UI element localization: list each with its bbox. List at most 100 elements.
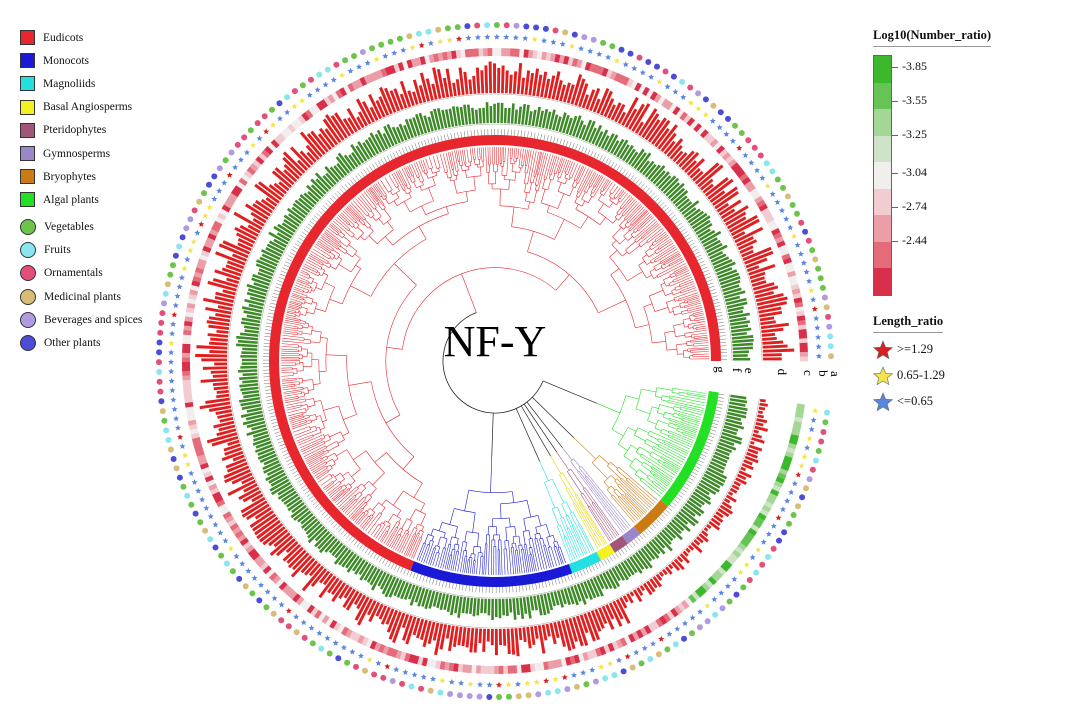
leaf-label-mark [706,279,713,282]
green-bar [703,473,724,487]
tree-branch [286,310,296,314]
red-bar [213,420,235,429]
green-bar [651,538,666,555]
tree-branch [612,185,619,195]
leaf-label-mark [414,143,418,149]
green-bar [293,507,310,521]
green-bar [265,247,283,257]
heatmap-cell [224,514,235,524]
tree-branch [578,524,593,552]
leaf-label-mark [300,484,307,489]
use-dot [159,310,166,317]
heatmap-cell [668,103,678,113]
tree-branch [330,224,341,233]
heatmap-cell [597,66,605,76]
green-bar [730,394,747,400]
use-dot [825,313,832,320]
tree-branch [616,488,623,496]
leaf-label-mark [323,513,329,518]
red-bar [682,550,689,557]
red-bar [729,487,738,494]
tree-branch [660,457,680,470]
use-dot [799,494,806,501]
tree-branch [381,196,385,201]
red-bar [436,68,446,99]
use-dot [444,25,451,32]
tree-branch [321,437,326,440]
tree-branch [603,181,613,196]
length-star [284,109,291,115]
green-bar [726,415,742,422]
green-bar [240,365,258,369]
green-bar [241,362,258,365]
green-bar [727,306,744,313]
leaf-label-mark [675,496,681,501]
tree-branch [408,192,412,198]
use-dot [753,569,760,576]
leaf-label-mark [613,163,618,169]
green-bar [439,593,446,611]
heatmap-cell [201,466,211,474]
green-bar [471,107,475,125]
tree-branch [408,164,415,176]
leaf-label-mark [460,131,462,138]
tree-branch [668,281,674,284]
red-bar [730,218,760,237]
heatmap-cell [642,86,651,97]
green-bar [388,577,400,598]
leaf-label-mark [578,145,581,152]
tree-branch [564,173,567,178]
green-bar [634,552,649,570]
green-bar [236,343,258,348]
scale-segment [874,215,891,242]
heatmap-cell [661,98,670,108]
length-star [774,199,781,205]
tree-branch [535,185,537,191]
green-bar [611,567,621,582]
leaf-label-mark [307,223,313,228]
tree-branch [638,261,645,266]
leaf-label-mark [615,552,619,558]
green-bar [451,106,458,127]
red-bar [719,504,733,515]
leaf-label-mark [630,175,635,181]
tree-branch [309,253,328,264]
green-bar [640,547,653,562]
tree-branch [380,179,389,193]
heatmap-cell [618,74,626,84]
tree-branch [676,344,678,355]
tree-branch [527,150,535,185]
heatmap-cell [484,665,490,674]
green-bar [526,596,532,619]
green-bar [681,200,700,215]
tree-branch [669,272,675,276]
tree-branch [533,151,540,177]
green-bar [242,417,265,426]
red-bar [762,353,782,357]
length-star [177,434,184,440]
green-bar [459,106,465,126]
tree-branch [590,191,594,194]
red-bar [649,578,658,589]
leaf-label-mark [429,577,432,584]
green-bar [259,256,278,267]
tree-branch [342,210,356,223]
heatmap-cell [754,195,764,205]
red-bar [669,144,683,160]
leaf-label-mark [597,562,601,568]
heatmap-cell [332,621,342,632]
tree-branch [616,207,622,214]
length-star [589,666,596,673]
tree-branch [578,502,605,546]
red-bar [265,197,278,207]
tree-branch [668,430,694,441]
heatmap-cell [793,297,803,304]
tree-branch [348,381,372,386]
red-bar [681,152,700,171]
tree-branch [308,275,311,279]
tree-branch [281,379,297,382]
color-scale-bar [873,55,892,296]
tree-branch [409,177,413,183]
green-bar [287,499,303,512]
red-bar [701,530,709,537]
